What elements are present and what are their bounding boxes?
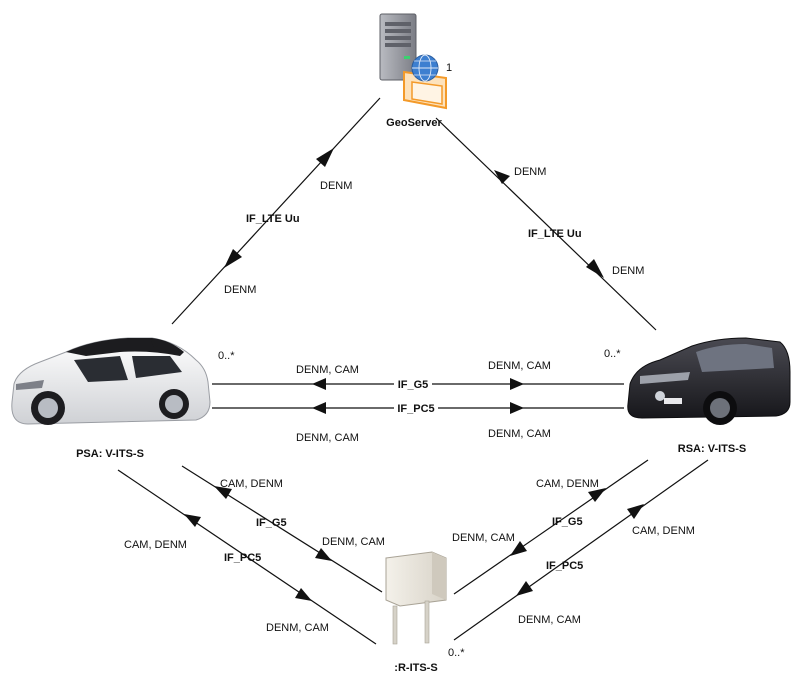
psa-car-node[interactable]: PSA: V-ITS-S 0..* — [11, 337, 235, 460]
arrow-psa-rits-g5-down — [315, 548, 332, 561]
arrow-geo-rsa-down — [586, 259, 604, 278]
roadside-unit-icon — [385, 551, 447, 645]
msg-geo-rsa-down: DENM — [612, 265, 644, 277]
arrow-psa-rits-pc5-down — [295, 588, 312, 601]
rsa-label: RSA: V-ITS-S — [678, 443, 746, 455]
server-icon — [379, 13, 417, 81]
link-psa-rits-pc5-line — [117, 469, 377, 645]
if-pc5-bg — [394, 401, 438, 414]
msg-geo-psa-down: DENM — [224, 284, 256, 296]
msg-pc5-left: DENM, CAM — [296, 432, 359, 444]
if-psa-rits-g5: IF_G5 — [256, 517, 287, 529]
arrow-g5-left — [312, 378, 326, 390]
arrow-rsa-rits-g5-down — [510, 541, 527, 556]
geoserver-multiplicity: 1 — [446, 62, 452, 74]
if-rsa-rits-g5: IF_G5 — [552, 516, 583, 528]
arrow-rsa-rits-pc5-up — [627, 504, 644, 519]
rsa-car-node[interactable]: RSA: V-ITS-S 0..* — [604, 337, 791, 455]
link-psa-rsa-pc5: DENM, CAM DENM, CAM IF_PC5 — [212, 401, 624, 444]
arrow-rsa-rits-g5-up — [588, 488, 606, 502]
arrow-pc5-right — [510, 402, 524, 414]
folder-icon — [403, 70, 447, 110]
black-car-icon — [627, 337, 791, 425]
psa-label: PSA: V-ITS-S — [76, 448, 144, 460]
msg-psa-rits-pc5-up: CAM, DENM — [124, 539, 187, 551]
link-geo-rsa: DENM IF_LTE Uu DENM — [435, 117, 657, 331]
link-geo-psa: DENM IF_LTE Uu DENM — [171, 97, 381, 325]
geoserver-node[interactable]: 1 GeoServer — [379, 13, 452, 129]
msg-rsa-rits-pc5-down: DENM, CAM — [518, 614, 581, 626]
rits-label: :R-ITS-S — [394, 662, 437, 674]
white-car-icon — [11, 337, 211, 425]
arrow-geo-rsa-up — [494, 170, 510, 184]
rits-node[interactable]: :R-ITS-S 0..* — [385, 551, 465, 674]
link-psa-rsa-g5: DENM, CAM DENM, CAM IF_G5 — [212, 360, 624, 391]
psa-multiplicity: 0..* — [218, 350, 235, 362]
arrow-rsa-rits-pc5-down — [516, 581, 533, 596]
msg-pc5-right: DENM, CAM — [488, 428, 551, 440]
if-geo-rsa: IF_LTE Uu — [528, 228, 582, 240]
if-rsa-rits-pc5: IF_PC5 — [546, 560, 583, 572]
msg-g5-right: DENM, CAM — [488, 360, 551, 372]
link-psa-rits-g5: CAM, DENM IF_G5 DENM, CAM — [181, 465, 385, 593]
link-geo-psa-line — [171, 97, 381, 325]
link-rsa-rits-pc5: CAM, DENM IF_PC5 DENM, CAM — [453, 459, 709, 641]
globe-icon — [411, 54, 439, 82]
arrow-g5-right — [510, 378, 524, 390]
rits-multiplicity: 0..* — [448, 647, 465, 659]
msg-psa-rits-pc5-down: DENM, CAM — [266, 622, 329, 634]
if-psa-rsa-g5: IF_G5 — [398, 379, 429, 391]
link-rsa-rits-g5: CAM, DENM IF_G5 DENM, CAM — [452, 459, 649, 595]
msg-psa-rits-g5-down: DENM, CAM — [322, 536, 385, 548]
link-geo-rsa-line — [435, 117, 657, 331]
msg-psa-rits-g5-up: CAM, DENM — [220, 478, 283, 490]
arrow-pc5-left — [312, 402, 326, 414]
msg-g5-left: DENM, CAM — [296, 364, 359, 376]
msg-geo-rsa-up: DENM — [514, 166, 546, 178]
arrow-geo-psa-up — [316, 148, 334, 167]
msg-rsa-rits-g5-down: DENM, CAM — [452, 532, 515, 544]
msg-geo-psa-up: DENM — [320, 180, 352, 192]
if-psa-rits-pc5: IF_PC5 — [224, 552, 261, 564]
if-psa-rsa-pc5: IF_PC5 — [397, 403, 434, 415]
geoserver-label: GeoServer — [386, 117, 442, 129]
rsa-multiplicity: 0..* — [604, 348, 621, 360]
link-rsa-rits-pc5-line — [453, 459, 709, 641]
if-geo-psa: IF_LTE Uu — [246, 213, 300, 225]
link-rsa-rits-g5-line — [453, 459, 649, 595]
msg-rsa-rits-pc5-up: CAM, DENM — [632, 525, 695, 537]
msg-rsa-rits-g5-up: CAM, DENM — [536, 478, 599, 490]
arrow-geo-psa-down — [224, 249, 242, 268]
arrow-psa-rits-g5-up — [214, 486, 232, 499]
link-psa-rits-pc5: CAM, DENM IF_PC5 DENM, CAM — [117, 469, 377, 645]
arrow-psa-rits-pc5-up — [184, 514, 201, 527]
if-g5-bg — [394, 377, 432, 390]
